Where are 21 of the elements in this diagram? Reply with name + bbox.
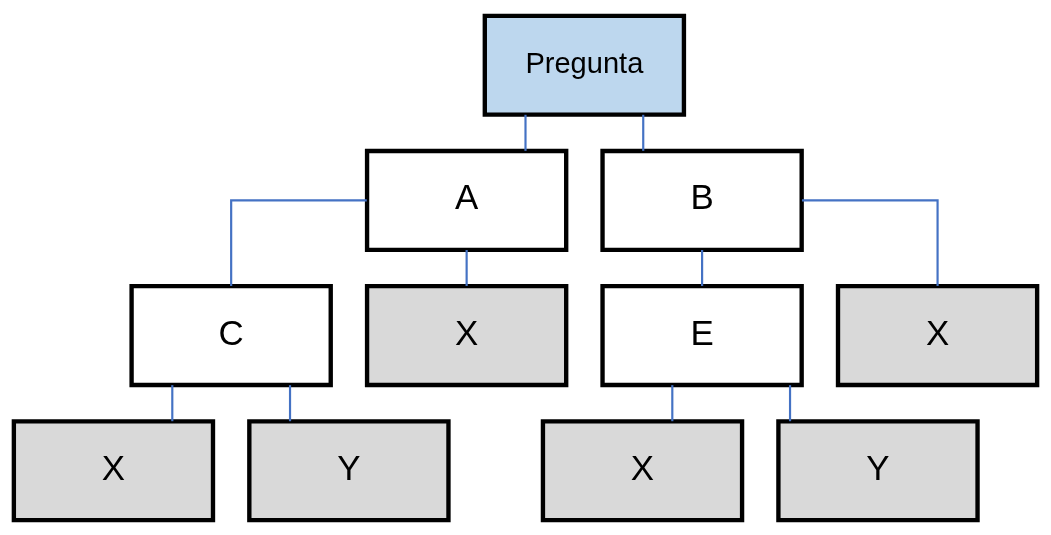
node-box: X <box>11 418 216 522</box>
connector <box>288 384 292 421</box>
node-box: Pregunta <box>482 13 687 117</box>
node-box: B <box>600 148 804 252</box>
node-box: C <box>129 283 333 387</box>
node-box: X <box>835 283 1040 387</box>
node-box: X <box>540 418 745 522</box>
connector <box>465 249 468 286</box>
connector <box>524 114 527 151</box>
connector <box>171 384 174 421</box>
node-box: X <box>364 283 569 387</box>
node-box: Y <box>776 418 980 522</box>
connector <box>642 114 645 151</box>
connector <box>671 384 674 421</box>
node-box: E <box>600 283 804 387</box>
node-box: Y <box>247 418 451 522</box>
connector <box>801 198 939 286</box>
connector <box>701 249 704 286</box>
connector <box>788 384 792 421</box>
node-box: A <box>364 148 569 252</box>
connector <box>230 198 367 286</box>
